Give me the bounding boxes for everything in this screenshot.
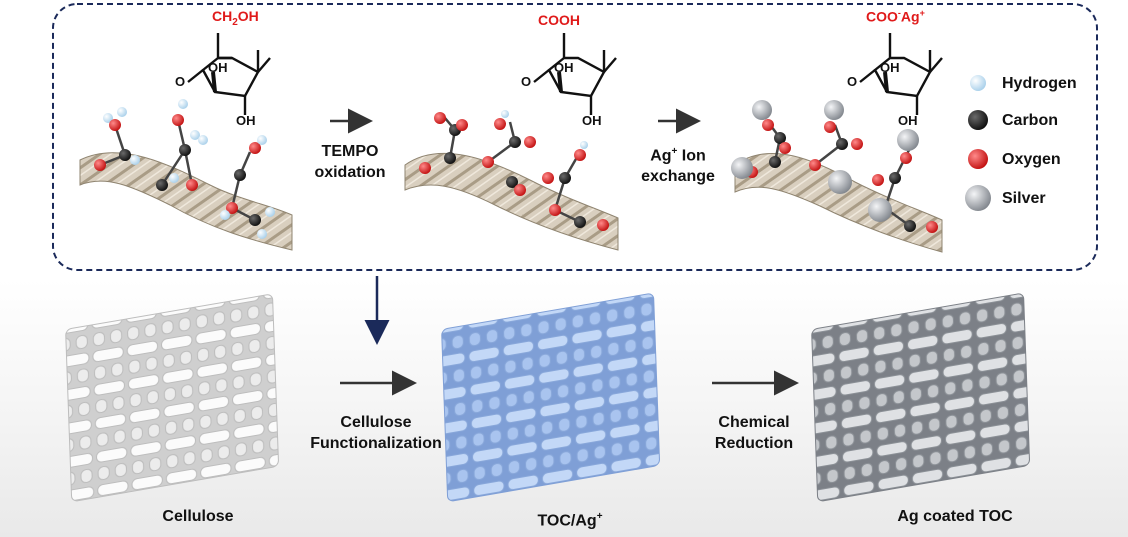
fabric-toc-ag: [442, 293, 660, 502]
mol3-ring-oh: OH: [880, 60, 900, 75]
caption-cellulose: Cellulose: [128, 506, 268, 527]
step-tempo-label: TEMPO oxidation: [300, 141, 400, 183]
mol3-top-group: COO-Ag+: [866, 8, 925, 25]
ring-structure-3: [860, 33, 942, 115]
mol2-ring-o: O: [521, 74, 531, 89]
mol1-top-group: CH2OH: [212, 8, 259, 28]
step-ion-exchange-label: Ag+ Ion exchange: [628, 141, 728, 187]
step-reduction-label: Chemical Reduction: [684, 412, 824, 454]
mol1-bottom-oh: OH: [236, 113, 256, 128]
ring-structure-2: [534, 33, 616, 115]
fiber-rope-2: [405, 153, 618, 250]
mol2-top-group: COOH: [538, 12, 580, 28]
legend-oxygen-label: Oxygen: [1002, 149, 1061, 170]
legend-hydrogen-sphere: [970, 75, 986, 91]
fiber-rope-3: [735, 153, 942, 252]
fabric-ag-coated: [812, 293, 1030, 502]
step-functionalization-label: Cellulose Functionalization: [296, 412, 456, 454]
ring-structure-1: [188, 33, 270, 115]
legend-silver-label: Silver: [1002, 188, 1046, 209]
mol3-bottom-oh: OH: [898, 113, 918, 128]
legend-carbon-sphere: [968, 110, 988, 130]
fabric-cellulose: [66, 294, 279, 502]
legend-silver-sphere: [965, 185, 991, 211]
legend-hydrogen-label: Hydrogen: [1002, 73, 1077, 94]
caption-toc-ag: TOC/Ag+: [500, 506, 640, 531]
legend-carbon-label: Carbon: [1002, 110, 1058, 131]
caption-ag-coated: Ag coated TOC: [870, 506, 1040, 527]
mol2-bottom-oh: OH: [582, 113, 602, 128]
molecule-1: [188, 33, 270, 115]
mol1-ring-oh: OH: [208, 60, 228, 75]
mol1-ring-o: O: [175, 74, 185, 89]
legend-oxygen-sphere: [968, 149, 988, 169]
mol3-ring-o: O: [847, 74, 857, 89]
mol2-ring-oh: OH: [554, 60, 574, 75]
